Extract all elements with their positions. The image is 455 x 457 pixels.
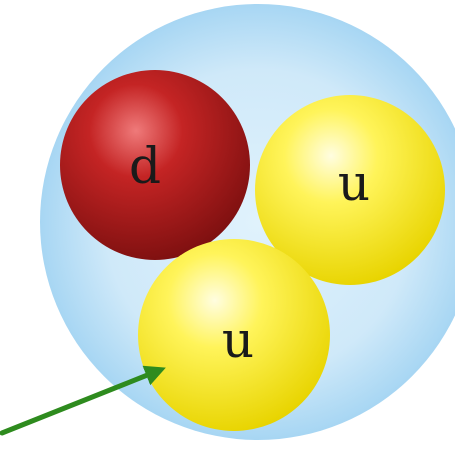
up-quark-right: u — [255, 95, 445, 285]
up-quark-right-sphere — [255, 95, 445, 285]
up-quark-right-label: u — [338, 154, 370, 212]
up-quark-bottom-sphere — [138, 239, 330, 431]
down-quark-sphere — [60, 70, 250, 260]
up-quark-bottom-label: u — [222, 311, 254, 369]
up-quark-bottom: u — [138, 239, 330, 431]
down-quark-label: d — [129, 137, 161, 195]
pointer-arrow — [0, 365, 166, 436]
down-quark: d — [60, 70, 250, 260]
